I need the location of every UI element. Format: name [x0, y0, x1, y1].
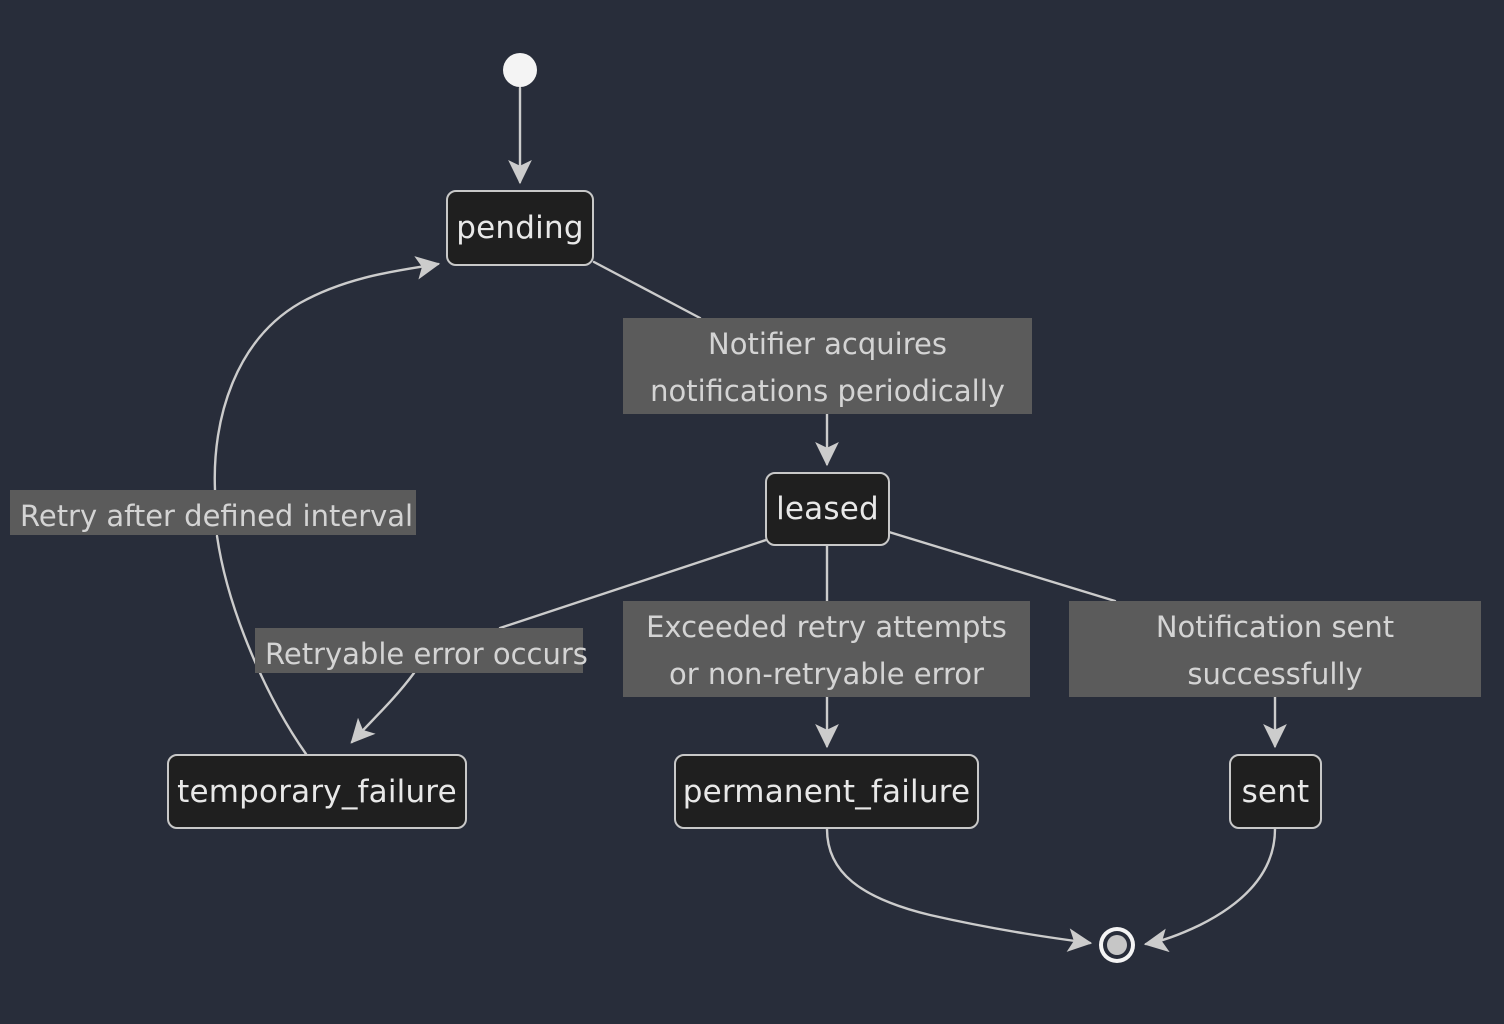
- edge-label-exceeded-retry: Exceeded retry attempts or non-retryable…: [623, 601, 1030, 697]
- state-node-leased[interactable]: leased: [765, 472, 890, 546]
- state-node-label: leased: [776, 491, 879, 527]
- edge-permanent-end: [825, 827, 1093, 952]
- edge-leased-sent-upper: [887, 530, 1117, 603]
- edge-leased-temporary-upper: [498, 538, 768, 630]
- edge-temporary-pending-upper: [213, 256, 441, 492]
- edge-label-retry-interval: Retry after defined interval: [10, 490, 416, 535]
- state-node-label: pending: [456, 210, 584, 246]
- edge-label-notifier-acquires: Notifier acquires notifications periodic…: [623, 318, 1032, 414]
- state-node-label: sent: [1241, 773, 1310, 810]
- edge-leased-temporary-lower: [350, 671, 416, 744]
- initial-state-marker: [503, 53, 537, 87]
- edge-temporary-pending-lower: [215, 534, 308, 756]
- edge-sent-end: [1143, 827, 1277, 953]
- edge-label-retryable-error: Retryable error occurs: [255, 628, 588, 673]
- state-node-label: permanent_failure: [682, 773, 971, 810]
- state-node-pending[interactable]: pending: [446, 190, 594, 266]
- final-state-marker: [1099, 927, 1135, 963]
- edge-label-notification-sent: Notification sent successfully: [1069, 601, 1481, 697]
- state-node-label: temporary_failure: [177, 773, 457, 810]
- state-node-permanent-failure[interactable]: permanent_failure: [674, 754, 979, 829]
- state-node-temporary-failure[interactable]: temporary_failure: [167, 754, 467, 829]
- edge-pending-leased-upper: [592, 260, 702, 320]
- state-node-sent[interactable]: sent: [1229, 754, 1322, 829]
